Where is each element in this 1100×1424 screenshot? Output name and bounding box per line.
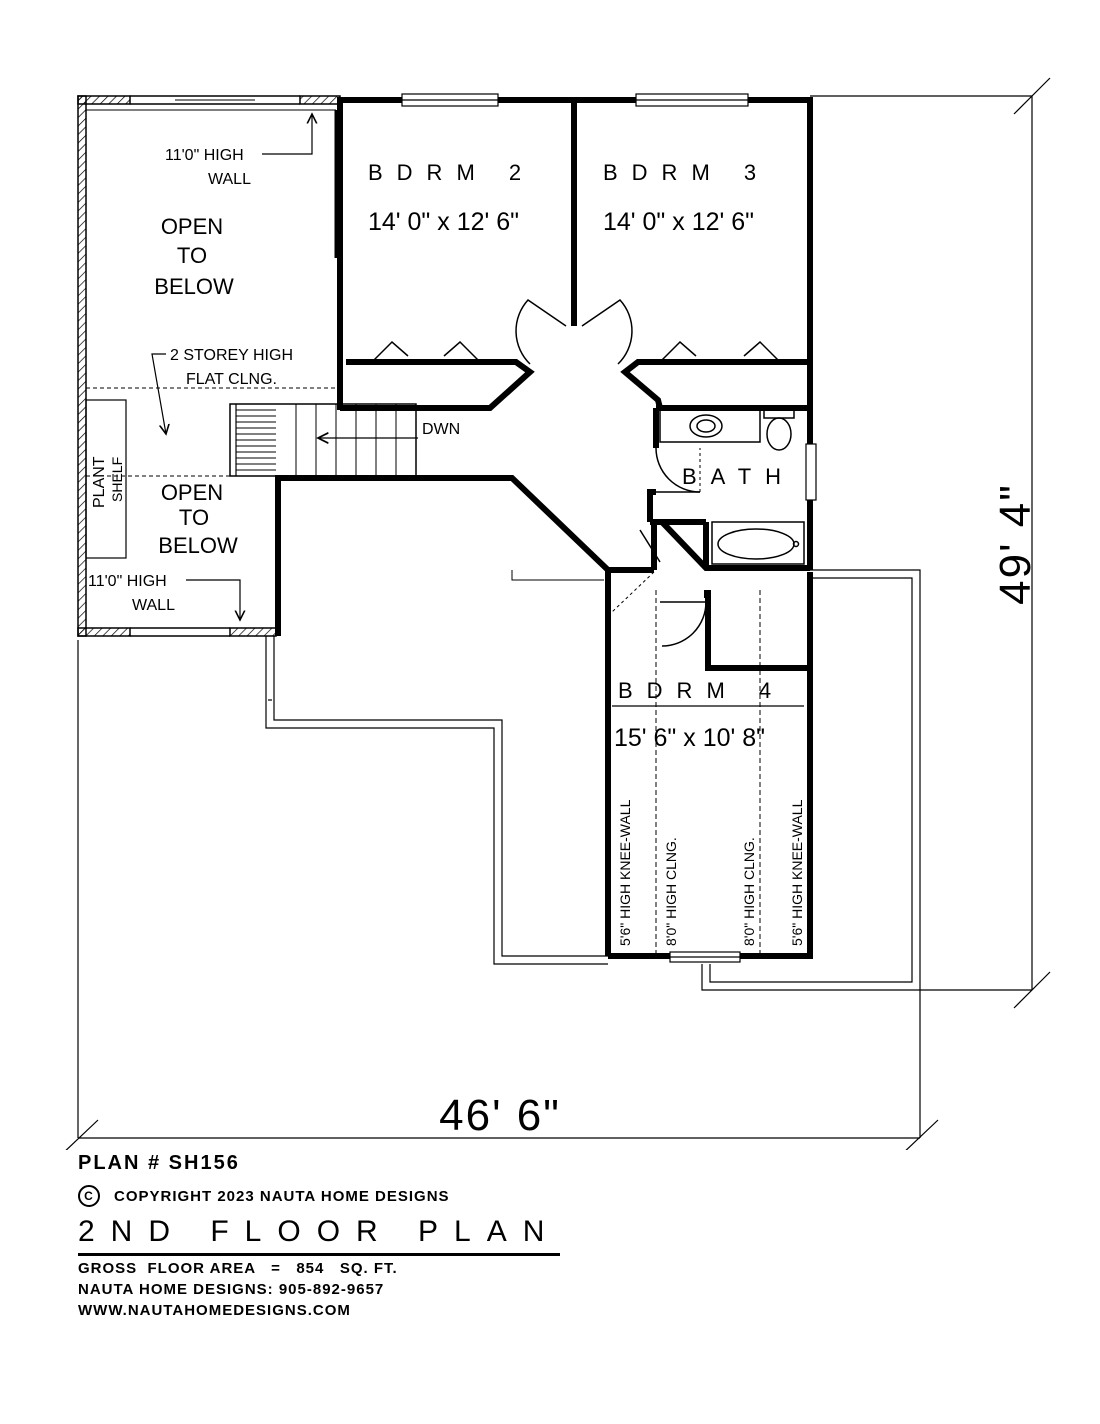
bath-fixtures bbox=[655, 405, 805, 565]
high-wall-note-bottom: 11'0" HIGH bbox=[88, 573, 167, 590]
plant-shelf bbox=[85, 399, 127, 559]
bdrm4-ceiling-lines bbox=[655, 590, 761, 956]
flat-ceiling-note: FLAT CLNG. bbox=[186, 371, 277, 388]
toilet-icon bbox=[766, 417, 792, 451]
stairs-down-label: DWN bbox=[422, 421, 460, 438]
drawing-title: 2ND FLOOR PLAN bbox=[78, 1215, 561, 1256]
bath-window bbox=[805, 443, 817, 501]
bathtub-icon bbox=[717, 528, 795, 560]
leader-arrows bbox=[151, 114, 312, 620]
closet-door-symbols bbox=[371, 340, 781, 363]
flat-ceiling-dashed-lines bbox=[86, 387, 340, 477]
lower-left-walls bbox=[275, 475, 654, 956]
bedroom-door-swings bbox=[515, 299, 633, 365]
copyright-icon: C bbox=[78, 1185, 100, 1207]
bdrm4-walls bbox=[608, 572, 813, 959]
overall-depth-dimension: 49' 4" bbox=[991, 483, 1040, 605]
copyright-line: C COPYRIGHT 2023 NAUTA HOME DESIGNS bbox=[78, 1185, 560, 1207]
open-to-below-label-top: TO bbox=[177, 243, 207, 268]
title-block: PLAN # SH156 C COPYRIGHT 2023 NAUTA HOME… bbox=[78, 1152, 561, 1319]
company-phone: NAUTA HOME DESIGNS: 905-892-9657 bbox=[78, 1281, 385, 1298]
open-to-below-label-bottom: BELOW bbox=[158, 533, 238, 558]
overall-width-dimension: 46' 6" bbox=[439, 1091, 561, 1140]
roof-outline bbox=[265, 569, 921, 991]
window bbox=[401, 93, 749, 107]
room-dims-bdrm2: 14' 0" x 12' 6" bbox=[368, 208, 519, 236]
high-wall-note-top: 11'0" HIGH bbox=[165, 147, 244, 164]
company-website: WWW.NAUTAHOMEDESIGNS.COM bbox=[78, 1302, 351, 1319]
gross-floor-area: GROSS FLOOR AREA = 854 SQ. FT. bbox=[78, 1260, 398, 1277]
dimension-lines bbox=[65, 77, 1051, 1150]
room-dims-bdrm4: 15' 6" x 10' 8" bbox=[614, 724, 765, 752]
ceiling-note-right: 8'0" HIGH CLNG. bbox=[741, 837, 757, 946]
plant-shelf-label: SHELF bbox=[109, 457, 125, 502]
bedroom-walls bbox=[337, 97, 813, 411]
knee-wall-note-right: 5'6" HIGH KNEE-WALL bbox=[789, 799, 805, 946]
bath-walls bbox=[647, 362, 813, 671]
floor-plan-drawing: 11'0" HIGH WALL OPEN TO BELOW BDRM 2 14'… bbox=[65, 77, 1051, 1150]
sink-icon bbox=[689, 414, 723, 438]
open-to-below-label-bottom: TO bbox=[179, 505, 209, 530]
plan-number: PLAN # SH156 bbox=[78, 1152, 240, 1174]
room-label-bdrm4: BDRM 4 bbox=[618, 678, 785, 703]
room-label-bdrm2: BDRM 2 bbox=[368, 160, 535, 185]
room-dims-bdrm3: 14' 0" x 12' 6" bbox=[603, 208, 754, 236]
room-label-bath: BATH bbox=[682, 464, 795, 489]
high-wall-note-bottom-line2: WALL bbox=[132, 597, 175, 614]
ceiling-note-left: 8'0" HIGH CLNG. bbox=[663, 837, 679, 946]
high-wall-note-top-line2: WALL bbox=[208, 171, 251, 188]
bdrm4-window bbox=[669, 951, 741, 963]
bdrm4-door bbox=[611, 529, 708, 647]
open-to-below-label-top: OPEN bbox=[161, 214, 223, 239]
knee-wall-note-left: 5'6" HIGH KNEE-WALL bbox=[617, 799, 633, 946]
room-label-bdrm3: BDRM 3 bbox=[603, 160, 770, 185]
stairs bbox=[229, 403, 418, 477]
storey-high-note: 2 STOREY HIGH bbox=[170, 347, 293, 364]
plant-shelf-label: PLANT bbox=[91, 456, 108, 508]
open-to-below-label-bottom: OPEN bbox=[161, 480, 223, 505]
copyright-text: COPYRIGHT 2023 NAUTA HOME DESIGNS bbox=[114, 1187, 450, 1205]
open-to-below-label-top: BELOW bbox=[154, 274, 234, 299]
